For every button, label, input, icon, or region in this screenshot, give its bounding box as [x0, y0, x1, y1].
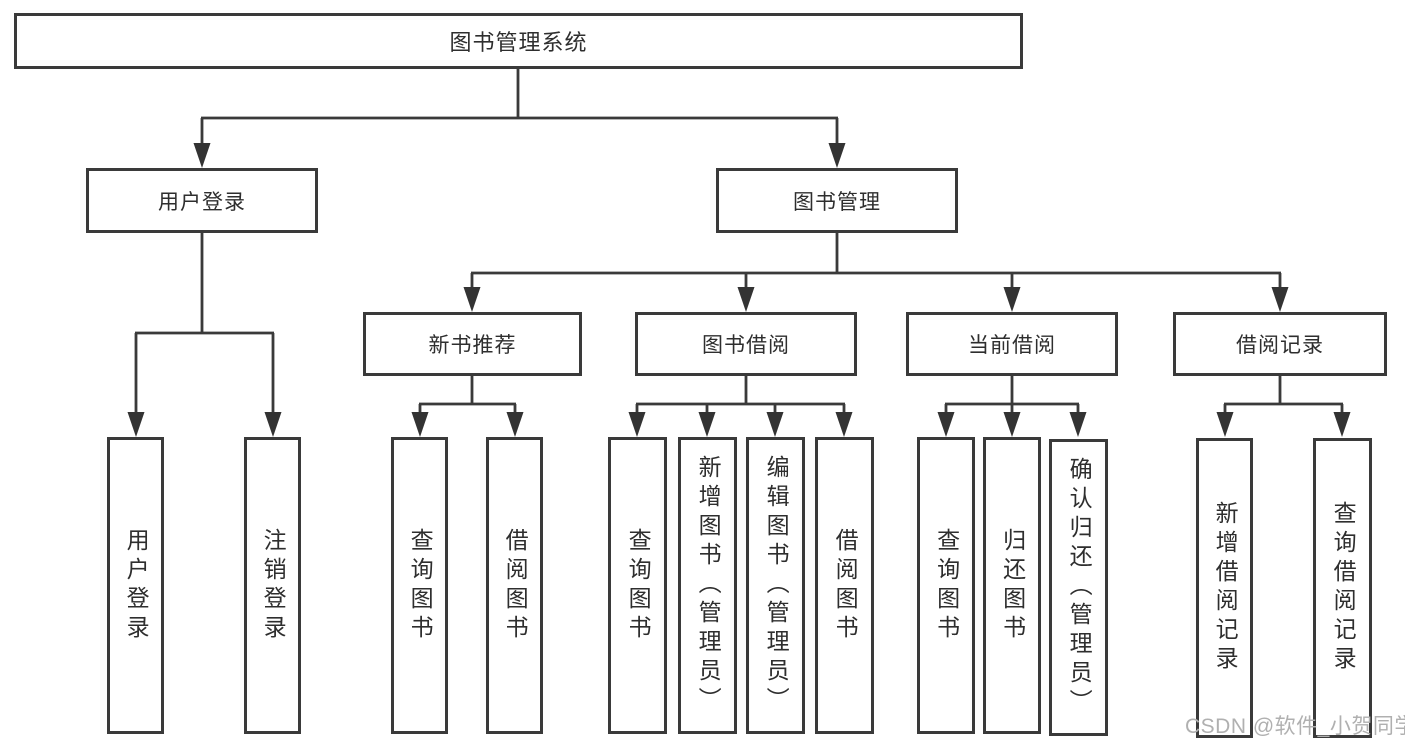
- node-label: 借阅图书: [502, 527, 529, 644]
- arrowhead-icon: [698, 412, 716, 437]
- leaf-add-book-admin: 新增图书（管理员）: [678, 437, 737, 734]
- arrowhead-icon: [193, 143, 211, 168]
- leaf-add-borrow-record: 新增借阅记录: [1196, 438, 1253, 738]
- node-book-management: 图书管理: [716, 168, 958, 233]
- node-label: 查询图书: [625, 527, 652, 644]
- leaf-edit-book-admin: 编辑图书（管理员）: [746, 437, 805, 734]
- leaf-borrow-book: 借阅图书: [815, 437, 874, 734]
- node-label: 用户登录: [158, 190, 246, 214]
- arrowhead-icon: [1003, 412, 1021, 437]
- node-label: 新增图书（管理员）: [695, 455, 722, 716]
- node-borrow-records: 借阅记录: [1173, 312, 1387, 376]
- leaf-current-query-book: 查询图书: [917, 437, 975, 734]
- arrowhead-icon: [463, 287, 481, 312]
- arrowhead-icon: [1216, 412, 1234, 437]
- arrowhead-icon: [264, 412, 282, 437]
- node-current-borrow: 当前借阅: [906, 312, 1118, 376]
- arrowhead-icon: [411, 412, 429, 437]
- node-label: 借阅记录: [1236, 334, 1324, 357]
- node-label: 查询图书: [407, 527, 434, 644]
- node-user-login: 用户登录: [86, 168, 318, 233]
- arrowhead-icon: [1003, 287, 1021, 312]
- node-book-management-system: 图书管理系统: [14, 13, 1023, 69]
- node-label: 归还图书: [999, 527, 1026, 644]
- node-label: 图书管理: [793, 190, 881, 214]
- leaf-borrow-query-book: 查询图书: [608, 437, 667, 734]
- arrowhead-icon: [766, 412, 784, 437]
- arrowhead-icon: [1069, 412, 1087, 437]
- arrowhead-icon: [1271, 287, 1289, 312]
- node-label: 确认归还（管理员）: [1066, 457, 1093, 718]
- csdn-watermark: CSDN @软件_小贺同学: [1185, 715, 1405, 738]
- leaf-confirm-return-admin: 确认归还（管理员）: [1049, 439, 1108, 736]
- node-label: 当前借阅: [968, 334, 1056, 357]
- node-label: 新增借阅记录: [1212, 501, 1239, 675]
- leaf-return-book: 归还图书: [983, 437, 1041, 734]
- node-label: 查询图书: [933, 527, 960, 644]
- node-label: 用户登录: [123, 527, 150, 644]
- arrowhead-icon: [937, 412, 955, 437]
- leaf-query-borrow-record: 查询借阅记录: [1313, 438, 1372, 738]
- leaf-logout: 注销登录: [244, 437, 301, 734]
- leaf-user-login: 用户登录: [107, 437, 164, 734]
- node-label: 新书推荐: [428, 334, 517, 357]
- leaf-recommend-borrow-book: 借阅图书: [486, 437, 543, 734]
- node-label: 查询借阅记录: [1330, 501, 1357, 675]
- leaf-recommend-query-book: 查询图书: [391, 437, 448, 734]
- arrowhead-icon: [127, 412, 145, 437]
- arrowhead-icon: [506, 412, 524, 437]
- node-label: 借阅图书: [832, 527, 859, 644]
- node-label: 注销登录: [260, 527, 287, 644]
- arrowhead-icon: [628, 412, 646, 437]
- node-label: 图书借阅: [702, 334, 790, 357]
- arrowhead-icon: [828, 143, 846, 168]
- node-label: 编辑图书（管理员）: [763, 455, 790, 716]
- arrowhead-icon: [1333, 412, 1351, 437]
- node-book-borrow: 图书借阅: [635, 312, 857, 376]
- arrowhead-icon: [835, 412, 853, 437]
- arrowhead-icon: [737, 287, 755, 312]
- node-label: 图书管理系统: [449, 30, 588, 55]
- node-new-book-recommend: 新书推荐: [363, 312, 582, 376]
